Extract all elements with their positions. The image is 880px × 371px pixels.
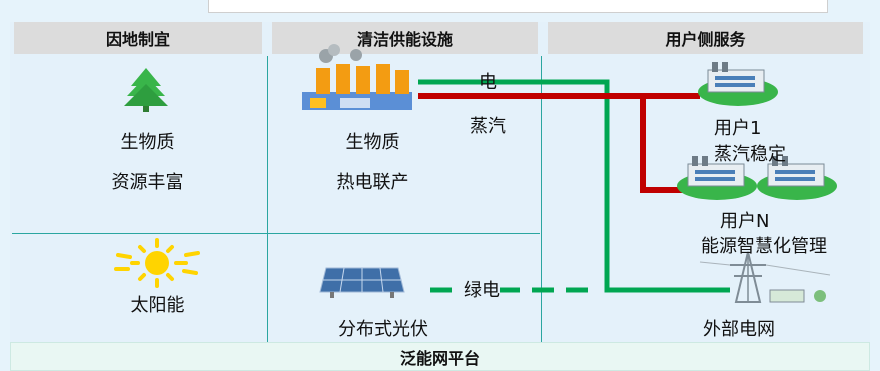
header-clean-facilities: 清洁供能设施	[272, 22, 538, 54]
header-local-resources: 因地制宜	[14, 22, 262, 54]
header-label: 用户侧服务	[665, 30, 746, 49]
platform-footer: 泛能网平台	[10, 342, 870, 371]
user1-service-label: 蒸汽稳定	[714, 144, 786, 165]
chp-label: 热电联产	[336, 172, 409, 193]
pv-label: 分布式光伏	[338, 319, 428, 340]
steam-label: 蒸汽	[470, 116, 506, 137]
top-bar	[208, 0, 828, 13]
solar-label: 太阳能	[130, 295, 185, 316]
column-divider	[267, 56, 268, 342]
electricity-label: 电	[479, 72, 497, 93]
chp-biomass-label: 生物质	[345, 132, 400, 153]
column-divider	[541, 56, 542, 342]
power-plant-icon	[302, 44, 412, 110]
tree-icon	[124, 68, 168, 112]
factory-userN-icon	[677, 156, 757, 200]
sun-icon	[114, 238, 200, 288]
power-tower-icon	[699, 251, 831, 303]
biomass-abundant-label: 资源丰富	[111, 172, 184, 193]
header-label: 清洁供能设施	[356, 30, 453, 49]
biomass-label: 生物质	[120, 132, 175, 153]
factory-user1-icon	[698, 62, 778, 106]
header-label: 因地制宜	[105, 30, 170, 49]
header-user-services: 用户侧服务	[548, 22, 863, 54]
solar-panel-icon	[319, 267, 405, 298]
userN-label: 用户N	[720, 211, 770, 232]
row-divider	[12, 233, 540, 234]
grid-label: 外部电网	[703, 319, 775, 340]
electricity-line	[418, 79, 730, 293]
green-power-label: 绿电	[464, 276, 500, 302]
userN-service-label: 能源智慧化管理	[701, 236, 827, 257]
user1-label: 用户1	[714, 118, 762, 139]
platform-label: 泛能网平台	[399, 348, 480, 368]
factory-userN2-icon	[757, 156, 837, 200]
